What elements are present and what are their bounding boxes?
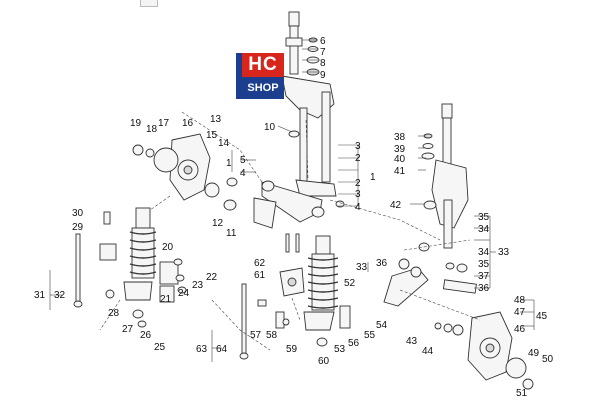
callout-37: 37 xyxy=(478,271,490,282)
callout-1b: 1 xyxy=(226,158,232,169)
left-shock-absorber xyxy=(73,207,157,308)
callout-15: 15 xyxy=(206,130,218,141)
callout-5: 5 xyxy=(240,155,246,166)
callout-35b: 35 xyxy=(478,259,490,270)
callout-29: 29 xyxy=(72,222,84,233)
callout-13: 13 xyxy=(210,114,222,125)
callout-3b: 3 xyxy=(355,189,361,200)
callout-46: 46 xyxy=(514,324,526,335)
callout-44: 44 xyxy=(422,346,434,357)
hc-shop-logo: HC SHOP xyxy=(236,53,284,99)
center-hub xyxy=(239,233,305,360)
callout-24: 24 xyxy=(178,288,190,299)
callout-7: 7 xyxy=(320,47,326,58)
callout-49: 49 xyxy=(528,348,540,359)
callout-33: 33 xyxy=(356,262,368,273)
steering-column-upper xyxy=(281,11,337,197)
callout-6: 6 xyxy=(320,36,326,47)
callout-38: 38 xyxy=(394,132,406,143)
callout-8: 8 xyxy=(320,58,326,69)
callout-61: 61 xyxy=(254,270,266,281)
logo-line-1: HC xyxy=(242,53,284,77)
callout-53: 53 xyxy=(334,344,346,355)
callout-1: 1 xyxy=(370,172,376,183)
left-hub-assembly xyxy=(132,133,220,201)
callout-25: 25 xyxy=(154,342,166,353)
logo-line-2: SHOP xyxy=(242,77,284,99)
callout-56: 56 xyxy=(348,338,360,349)
callout-19: 19 xyxy=(130,118,142,129)
callout-17: 17 xyxy=(158,118,170,129)
callout-36b: 36 xyxy=(478,283,490,294)
callout-60: 60 xyxy=(318,356,330,367)
callout-43: 43 xyxy=(406,336,418,347)
callout-64: 64 xyxy=(216,344,228,355)
callout-18: 18 xyxy=(146,124,158,135)
top-tab-control[interactable] xyxy=(140,0,158,7)
callout-27: 27 xyxy=(122,324,134,335)
callout-51: 51 xyxy=(516,388,528,399)
dashed-guides xyxy=(99,111,481,351)
callout-23: 23 xyxy=(192,280,204,291)
callout-59: 59 xyxy=(286,344,298,355)
callout-4b: 4 xyxy=(240,168,246,179)
callout-11: 11 xyxy=(226,228,237,239)
callout-58: 58 xyxy=(266,330,278,341)
callout-16: 16 xyxy=(182,118,194,129)
right-swing-arm xyxy=(383,242,477,307)
callout-42: 42 xyxy=(390,200,402,211)
callout-41: 41 xyxy=(394,166,406,177)
callout-3: 3 xyxy=(355,141,361,152)
callout-30: 30 xyxy=(72,208,84,219)
callout-4: 4 xyxy=(355,202,361,213)
callout-34: 34 xyxy=(478,224,490,235)
callout-57: 57 xyxy=(250,330,262,341)
leader-lines xyxy=(49,39,535,362)
callout-33b: 33 xyxy=(498,247,510,258)
caliper-bracket xyxy=(105,258,187,328)
callout-2b: 2 xyxy=(355,178,361,189)
callout-47: 47 xyxy=(514,307,526,318)
callout-31: 31 xyxy=(34,290,46,301)
right-hub xyxy=(434,311,534,390)
logo-side-strip xyxy=(236,53,242,99)
callout-63: 63 xyxy=(196,344,208,355)
center-shock-absorber xyxy=(303,235,351,347)
callout-12: 12 xyxy=(212,218,224,229)
callout-9: 9 xyxy=(320,70,326,81)
callout-34b: 34 xyxy=(478,247,490,258)
callout-labels: 6 7 8 9 10 3 2 1 2 3 4 5 1 4 13 14 15 16… xyxy=(34,36,554,399)
steering-column-right xyxy=(421,103,469,249)
callout-55: 55 xyxy=(364,330,376,341)
callout-40: 40 xyxy=(394,154,406,165)
callout-50: 50 xyxy=(542,354,554,365)
callout-52: 52 xyxy=(344,278,356,289)
swing-arm-center xyxy=(223,177,345,229)
callout-45: 45 xyxy=(536,311,548,322)
callout-21: 21 xyxy=(160,294,172,305)
callout-26: 26 xyxy=(140,330,152,341)
callout-20: 20 xyxy=(162,242,174,253)
callout-2: 2 xyxy=(355,153,361,164)
callout-54: 54 xyxy=(376,320,388,331)
callout-48: 48 xyxy=(514,295,526,306)
callout-35: 35 xyxy=(478,212,490,223)
callout-28: 28 xyxy=(108,308,120,319)
callout-36: 36 xyxy=(376,258,388,269)
callout-62: 62 xyxy=(254,258,266,269)
callout-14: 14 xyxy=(218,138,230,149)
callout-39: 39 xyxy=(394,144,406,155)
callout-10: 10 xyxy=(264,122,276,133)
callout-32: 32 xyxy=(54,290,66,301)
callout-22: 22 xyxy=(206,272,218,283)
